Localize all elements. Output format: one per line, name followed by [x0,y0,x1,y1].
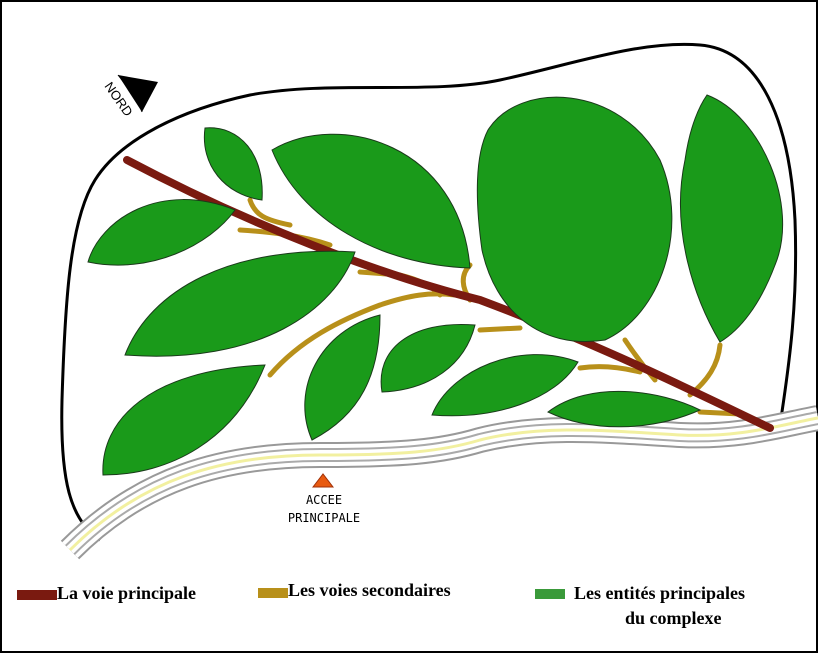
secondary-road [267,291,458,378]
secondary-road [622,337,658,383]
north-arrow-icon [118,75,158,112]
entities [87,94,784,476]
legend-label-main-road: La voie principale [57,583,196,603]
legend-label-secondary-roads: Les voies secondaires [288,580,451,600]
main-road [123,156,774,432]
north-arrow: NORD [102,74,158,119]
entrance: ACCEE PRINCIPALE [288,473,360,525]
entity-9 [380,323,476,393]
entity-4 [124,250,356,357]
entrance-marker-icon [311,473,335,488]
entrance-label-line2: PRINCIPALE [288,511,360,525]
legend-label-entities: Les entités principales [574,583,745,603]
secondary-road [577,364,643,375]
entity-1 [203,127,263,201]
secondary-road [477,325,523,333]
site-boundary [60,42,798,542]
entrance-label-line1: ACCEE [306,493,342,507]
entity-6 [679,94,784,343]
legend-swatch-entities [535,589,565,599]
legend-swatch-main-road [17,590,57,600]
entity-3 [271,133,471,269]
entity-10 [431,354,579,417]
entity-7 [102,364,266,476]
access-road [60,405,818,560]
entity-11 [547,390,702,428]
secondary-road [247,197,293,228]
legend-label-entities-line2: du complexe [625,608,722,628]
legend-swatch-secondary-roads [258,588,288,598]
entity-2 [87,199,236,266]
entity-8 [304,314,381,441]
entity-5 [476,96,673,342]
